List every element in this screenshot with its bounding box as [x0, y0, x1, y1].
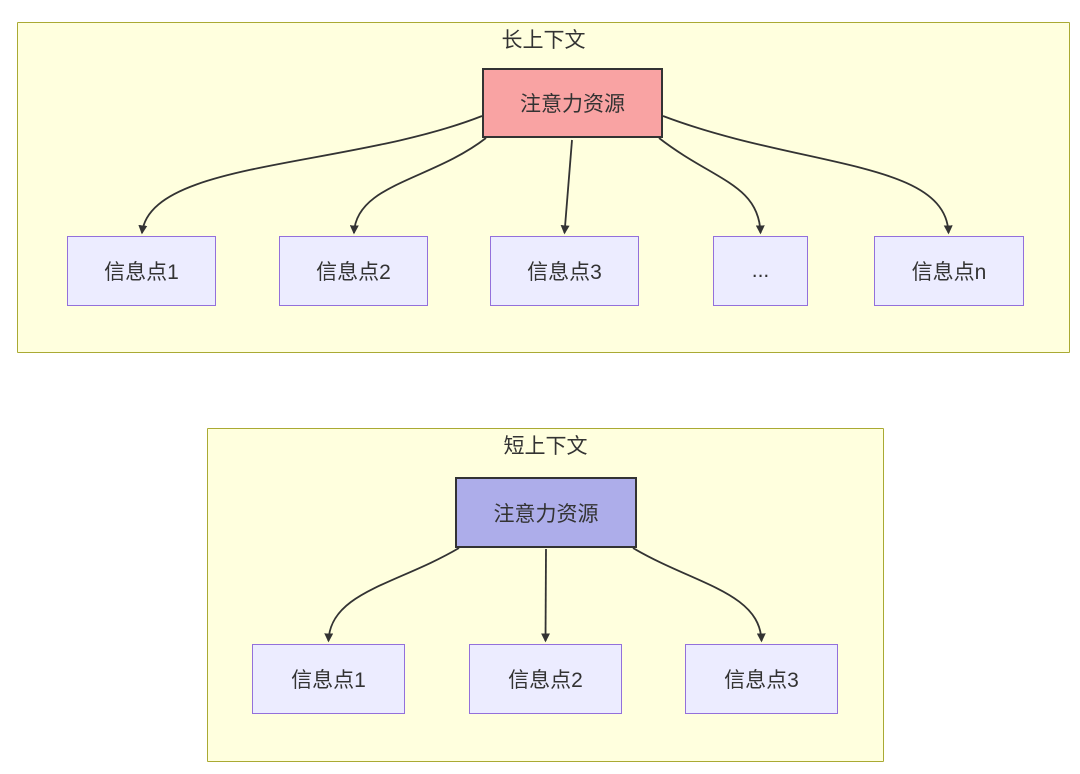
node-long-info-3: 信息点3 — [490, 236, 639, 306]
cluster-long-context-title: 长上下文 — [501, 29, 586, 52]
node-long-info-ellipsis-label: ... — [751, 259, 770, 282]
node-short-info-3: 信息点3 — [685, 644, 838, 714]
node-long-info-1-label: 信息点1 — [104, 261, 179, 284]
node-short-info-1-label: 信息点1 — [291, 669, 366, 692]
node-short-info-1: 信息点1 — [252, 644, 405, 714]
node-attention-short: 注意力资源 — [455, 477, 637, 548]
node-short-info-2: 信息点2 — [469, 644, 622, 714]
node-attention-long-label: 注意力资源 — [520, 93, 625, 116]
node-long-info-1: 信息点1 — [67, 236, 216, 306]
node-long-info-n: 信息点n — [874, 236, 1024, 306]
node-attention-short-label: 注意力资源 — [493, 502, 599, 526]
node-short-info-2-label: 信息点2 — [508, 669, 583, 692]
node-attention-long: 注意力资源 — [482, 68, 663, 138]
node-short-info-3-label: 信息点3 — [724, 669, 799, 692]
node-long-info-2: 信息点2 — [279, 236, 428, 306]
node-long-info-ellipsis: ... — [713, 236, 808, 306]
cluster-short-context-title: 短上下文 — [503, 435, 588, 458]
node-long-info-3-label: 信息点3 — [527, 261, 602, 284]
node-long-info-2-label: 信息点2 — [316, 261, 391, 284]
node-long-info-n-label: 信息点n — [911, 261, 987, 284]
